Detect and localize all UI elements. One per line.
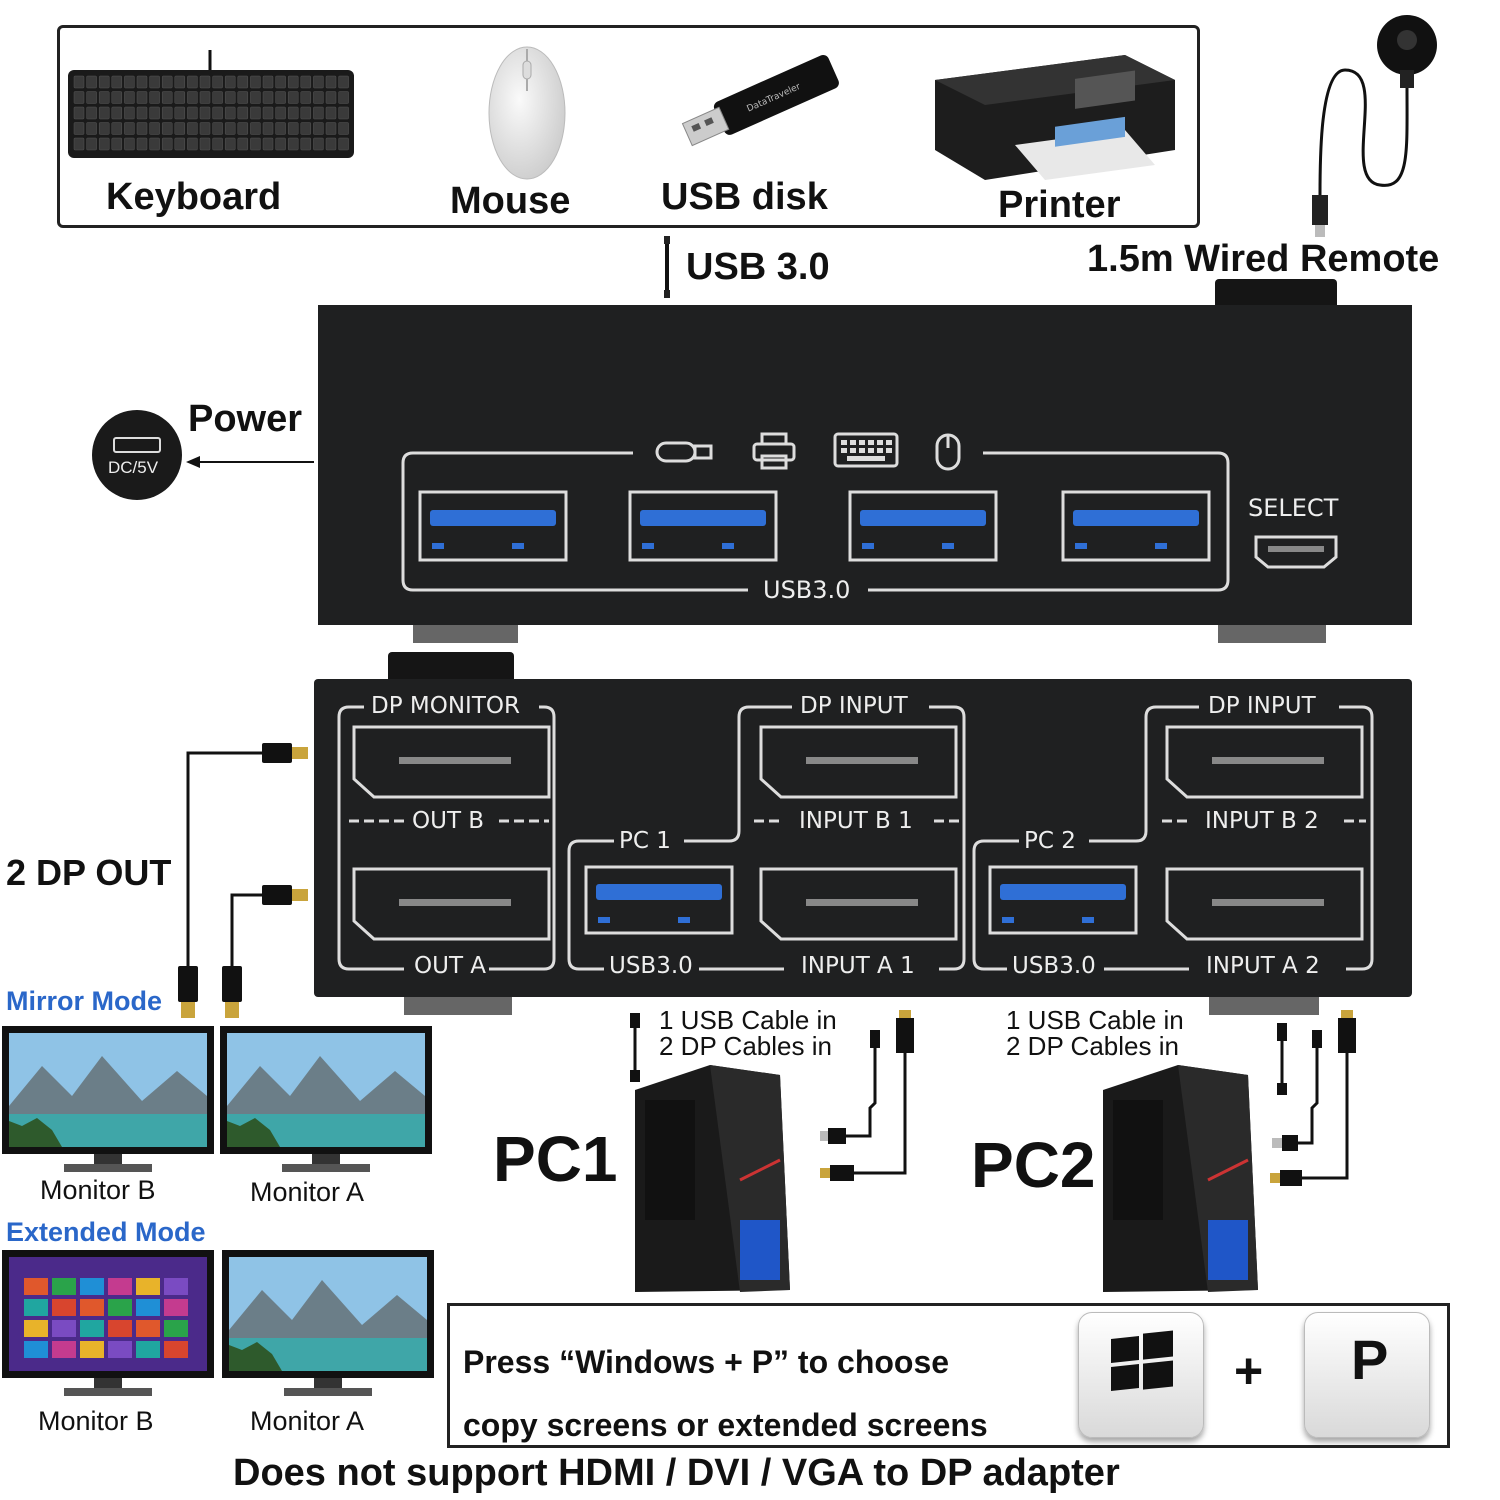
rear-usb-port-pc2 (988, 865, 1138, 935)
dc-jack-label: DC/5V (108, 458, 159, 477)
usb-drive-port-icon (655, 438, 715, 468)
pc1-cable-line2: 2 DP Cables in (659, 1031, 832, 1061)
extended-monitor-b-label: Monitor B (38, 1406, 154, 1436)
peripherals-box (57, 25, 1200, 228)
mouse-port-icon (934, 432, 962, 472)
usb-link-label: USB 3.0 (686, 246, 830, 288)
mirror-monitor-a-label: Monitor A (250, 1177, 365, 1207)
power-label: Power (188, 398, 303, 440)
tip-line1: Press “Windows + P” to choose (463, 1344, 950, 1380)
usb-disk-icon: DataTraveler (675, 50, 855, 150)
usb-disk-label: USB disk (661, 176, 828, 218)
pc2-tower (1098, 1060, 1268, 1300)
input-b2-label: INPUT B 2 (1205, 808, 1319, 834)
select-label: SELECT (1248, 494, 1339, 522)
p-key-label: P (1351, 1328, 1389, 1391)
dp-out-a-port (352, 867, 551, 941)
input-b1-label: INPUT B 1 (799, 808, 913, 834)
mouse-label: Mouse (450, 180, 571, 222)
tip-line2: copy screens or extended screens (463, 1407, 988, 1443)
out-b-label: OUT B (412, 808, 485, 834)
dp-input-2-label: DP INPUT (1208, 693, 1316, 719)
dp-input-a1-port (759, 867, 958, 941)
plus-sign: + (1234, 1343, 1264, 1399)
dp-input-b2-port (1165, 725, 1364, 799)
pc2-cable-line2: 2 DP Cables in (1006, 1031, 1179, 1061)
extended-monitor-a (222, 1250, 434, 1400)
printer-port-icon (752, 432, 796, 472)
pc1-cable-line1: 1 USB Cable in (659, 1005, 837, 1035)
windows-logo-icon (1111, 1330, 1173, 1391)
front-panel (318, 305, 1412, 650)
front-usb-port-2 (628, 490, 778, 562)
dp-input-a2-port (1165, 867, 1364, 941)
pc2-label: PC2 (971, 1129, 1096, 1201)
footer-note: Does not support HDMI / DVI / VGA to DP … (233, 1452, 1120, 1494)
dp-out-cables (170, 738, 315, 1028)
front-usb-port-3 (848, 490, 998, 562)
windows-key (1078, 1312, 1204, 1438)
power-arrow (186, 452, 316, 472)
pc2-cable-line1: 1 USB Cable in (1006, 1005, 1184, 1035)
mouse-icon (487, 46, 567, 181)
dp-input-1-label: DP INPUT (800, 693, 908, 719)
usb-pc2-label: USB3.0 (1012, 953, 1096, 979)
front-usb-label: USB3.0 (763, 576, 851, 604)
keyboard-icon (66, 50, 356, 160)
front-usb-port-4 (1061, 490, 1211, 562)
pc2-port-label: PC 2 (1024, 828, 1076, 854)
dp-monitor-label: DP MONITOR (371, 693, 520, 719)
pc1-cables (620, 1008, 920, 1193)
usb-cable-icon (660, 236, 674, 298)
printer-icon (925, 50, 1185, 185)
printer-label: Printer (998, 184, 1121, 226)
dc-jack-icon (90, 408, 185, 503)
dp-out-b-port (352, 725, 551, 799)
dp-out-label: 2 DP OUT (6, 852, 172, 893)
pc1-tower (630, 1060, 800, 1300)
mirror-mode-label: Mirror Mode (6, 986, 163, 1016)
remote-icon (1300, 10, 1460, 240)
input-a2-label: INPUT A 2 (1206, 953, 1320, 979)
keyboard-label: Keyboard (106, 176, 282, 218)
extended-monitor-b (2, 1250, 214, 1400)
mirror-monitor-b (2, 1026, 214, 1176)
extended-monitor-a-label: Monitor A (250, 1406, 365, 1436)
pc1-port-label: PC 1 (619, 828, 671, 854)
rear-usb-port-pc1 (584, 865, 734, 935)
dp-input-b1-port (759, 725, 958, 799)
keyboard-port-icon (833, 432, 899, 470)
pc1-label: PC1 (493, 1123, 618, 1195)
remote-label: 1.5m Wired Remote (1087, 238, 1440, 280)
usb-pc1-label: USB3.0 (609, 953, 693, 979)
mirror-monitor-b-label: Monitor B (40, 1175, 156, 1205)
p-key: P (1304, 1312, 1430, 1438)
input-a1-label: INPUT A 1 (801, 953, 915, 979)
tip-box (447, 1303, 1450, 1448)
out-a-label: OUT A (414, 953, 487, 979)
rear-panel (314, 679, 1412, 1019)
rear-jack-cap (388, 652, 514, 682)
mirror-monitor-a (220, 1026, 432, 1176)
pc2-cables (1262, 1008, 1392, 1193)
extended-mode-label: Extended Mode (6, 1217, 206, 1247)
front-usb-port-1 (418, 490, 568, 562)
